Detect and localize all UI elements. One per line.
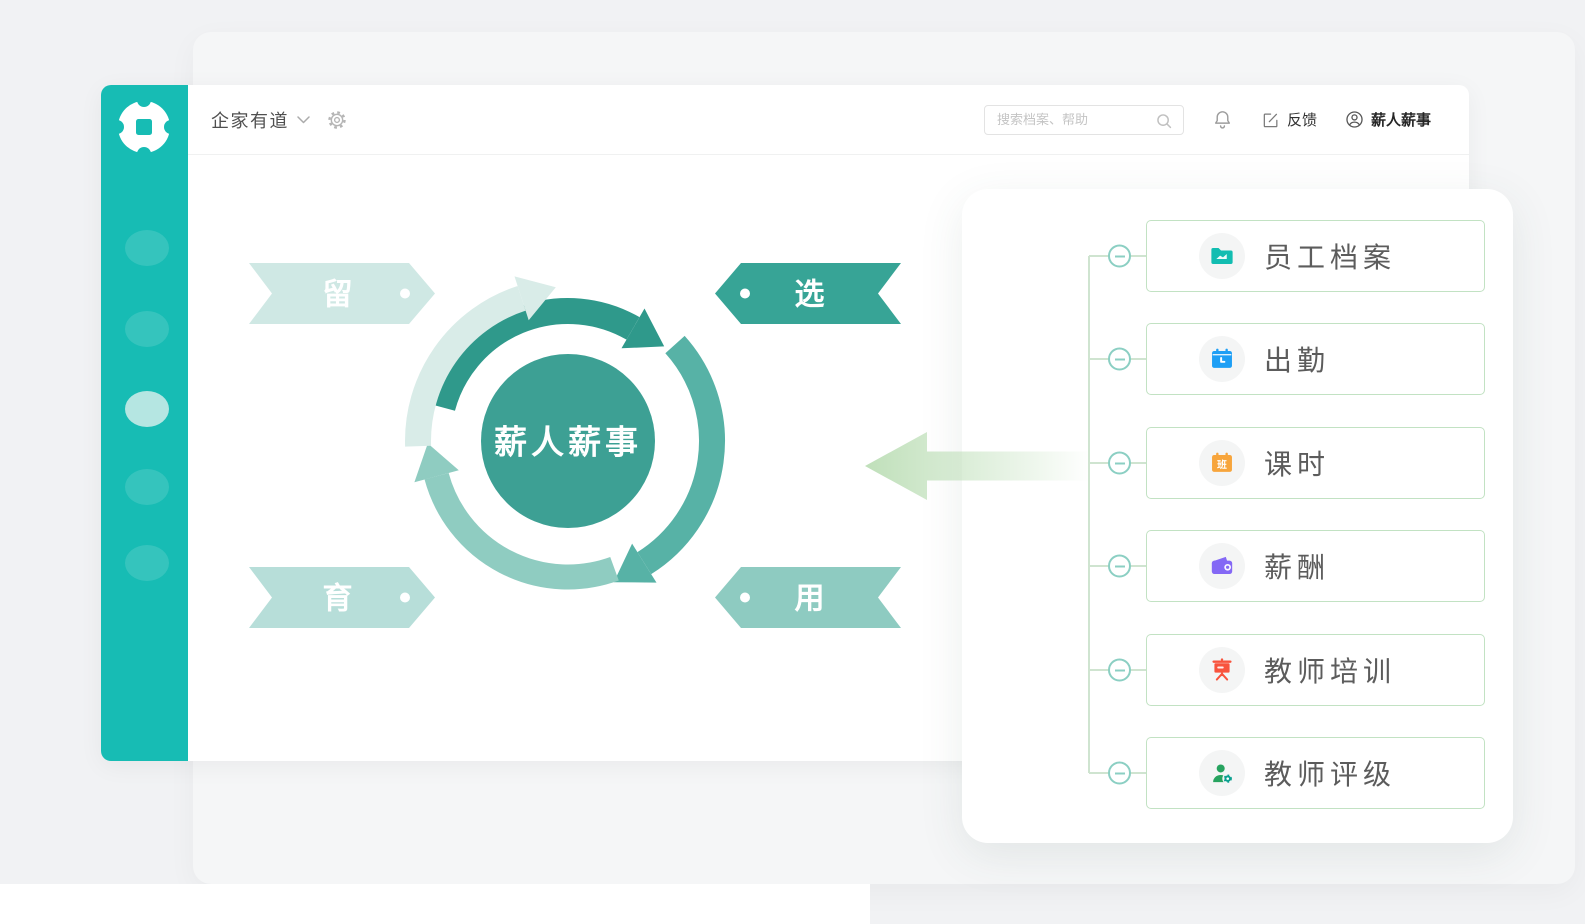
- attendance-calendar-icon: [1199, 336, 1245, 382]
- sidebar-item-3-active[interactable]: [125, 391, 169, 427]
- sidebar-item-1[interactable]: [125, 230, 169, 266]
- search-input[interactable]: [984, 105, 1157, 134]
- tree-row: 出勤: [1089, 323, 1485, 395]
- module-card-teacher-rating[interactable]: 教师评级: [1146, 737, 1485, 809]
- chevron-down-icon: [297, 115, 310, 123]
- teacher-rating-person-icon: [1199, 750, 1245, 796]
- module-tree-panel: 员工档案 出勤: [962, 189, 1513, 843]
- stage-ribbon-retain: 留: [249, 263, 435, 324]
- user-name: 薪人薪事: [1370, 112, 1431, 129]
- module-card-payroll[interactable]: 薪酬: [1146, 530, 1485, 602]
- settings-gear-icon[interactable]: [326, 109, 348, 131]
- tree-trunk-line: [1088, 256, 1090, 773]
- diagram-center-label: 薪人薪事: [494, 424, 642, 461]
- module-label: 薪酬: [1264, 552, 1331, 583]
- sidebar-item-4[interactable]: [125, 469, 169, 505]
- sidebar-item-2[interactable]: [125, 311, 169, 347]
- collapse-minus-icon[interactable]: [1108, 451, 1131, 475]
- module-label: 出勤: [1264, 345, 1331, 376]
- svg-text:用: 用: [795, 583, 828, 616]
- svg-text:育: 育: [323, 582, 356, 616]
- search-box: [983, 104, 1184, 137]
- stage-ribbon-employ: 用: [715, 567, 901, 628]
- user-avatar-icon: [1346, 111, 1363, 128]
- collapse-minus-icon[interactable]: [1108, 244, 1131, 268]
- class-hours-calendar-icon: 班: [1199, 440, 1245, 486]
- tree-row: 教师评级: [1089, 737, 1485, 809]
- app-switcher[interactable]: 企家有道: [211, 107, 310, 133]
- collapse-minus-icon[interactable]: [1108, 554, 1131, 578]
- teacher-training-board-icon: [1199, 647, 1245, 693]
- xinrenxinshi-logo-icon: [110, 93, 178, 161]
- svg-text:班: 班: [1217, 458, 1227, 471]
- background-window-edge: [0, 884, 870, 924]
- user-menu[interactable]: 薪人薪事: [1344, 109, 1431, 130]
- feedback-label: 反馈: [1286, 112, 1317, 129]
- module-label: 教师培训: [1264, 656, 1397, 687]
- module-label: 教师评级: [1264, 759, 1397, 790]
- sidebar-item-5[interactable]: [125, 545, 169, 581]
- tree-row: 薪酬: [1089, 530, 1485, 602]
- module-card-teacher-training[interactable]: 教师培训: [1146, 634, 1485, 706]
- tree-row: 教师培训: [1089, 634, 1485, 706]
- diagram-center-circle: [481, 354, 655, 528]
- tree-row: 班 课时: [1089, 427, 1485, 499]
- employee-archive-folder-icon: [1199, 233, 1245, 279]
- collapse-minus-icon[interactable]: [1108, 761, 1131, 785]
- app-switcher-label: 企家有道: [211, 110, 289, 131]
- module-card-attendance[interactable]: 出勤: [1146, 323, 1485, 395]
- header-right-cluster: 反馈 薪人薪事: [983, 104, 1431, 137]
- module-card-employee-archive[interactable]: 员工档案: [1146, 220, 1485, 292]
- app-header: 企家有道: [188, 85, 1469, 155]
- stage-ribbon-select: 选: [715, 263, 901, 324]
- svg-text:选: 选: [795, 279, 828, 312]
- module-label: 课时: [1264, 449, 1331, 480]
- module-card-class-hours[interactable]: 班 课时: [1146, 427, 1485, 499]
- talent-cycle-diagram: 薪人薪事: [405, 276, 725, 590]
- svg-text:留: 留: [323, 279, 356, 312]
- feedback-edit-icon: [1263, 113, 1278, 127]
- feedback-button[interactable]: 反馈: [1261, 109, 1317, 130]
- notifications-bell-icon[interactable]: [1211, 108, 1234, 131]
- sidebar: [101, 85, 188, 761]
- collapse-minus-icon[interactable]: [1108, 658, 1131, 682]
- payroll-wallet-icon: [1199, 543, 1245, 589]
- stage-ribbon-develop: 育: [249, 567, 435, 628]
- collapse-minus-icon[interactable]: [1108, 347, 1131, 371]
- tree-row: 员工档案: [1089, 220, 1485, 292]
- module-label: 员工档案: [1264, 242, 1397, 273]
- search-icon[interactable]: [1153, 110, 1175, 137]
